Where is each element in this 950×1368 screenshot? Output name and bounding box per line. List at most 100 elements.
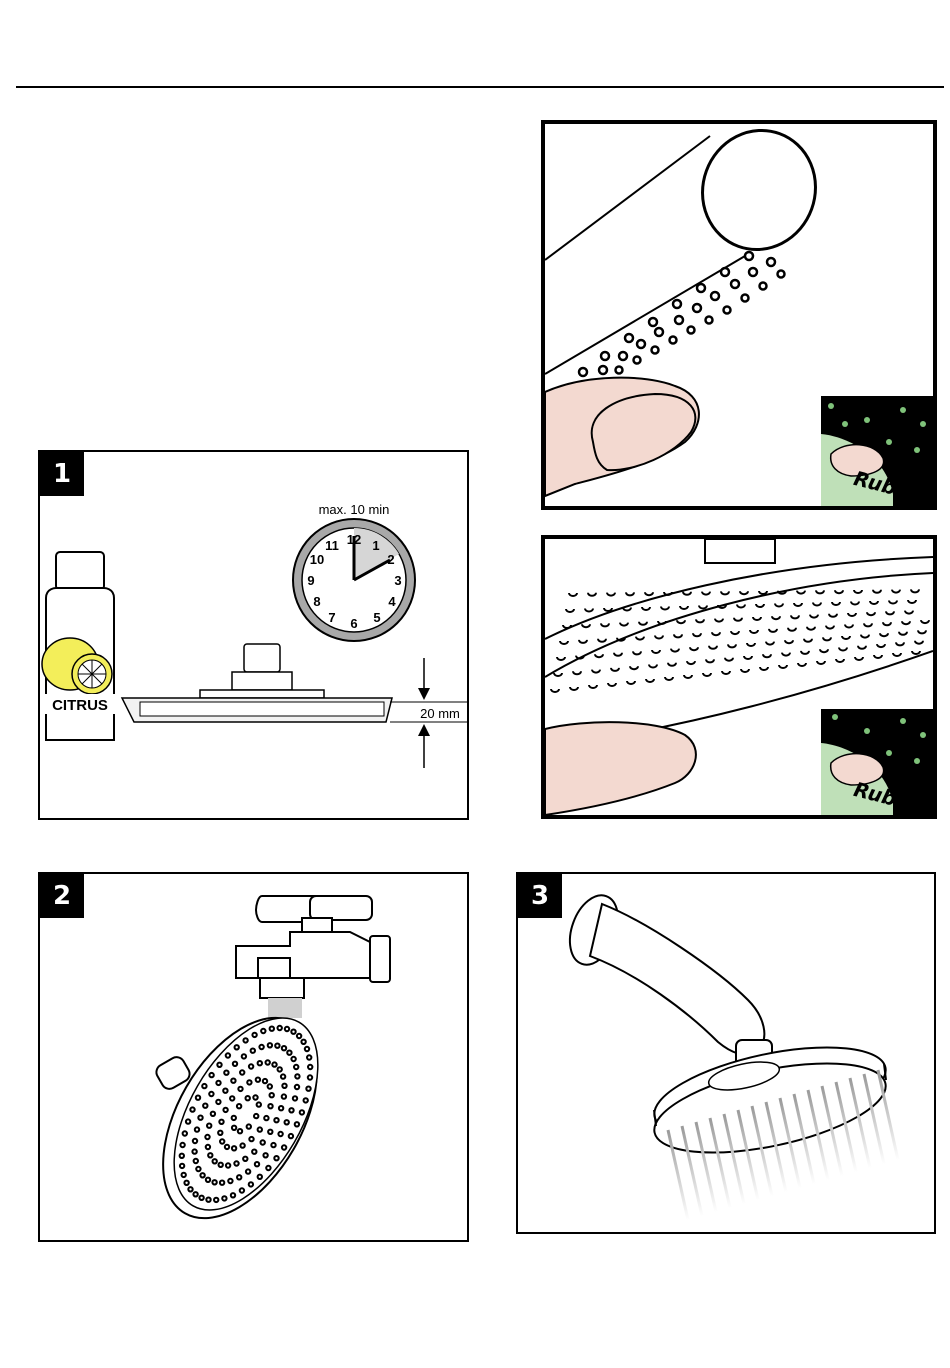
- nozzle: [801, 651, 809, 654]
- nozzle: [867, 612, 875, 615]
- nozzle: [794, 603, 802, 606]
- nozzle: [858, 646, 866, 649]
- nozzle: [750, 630, 758, 633]
- nozzle: [880, 633, 888, 636]
- nozzle: [725, 658, 733, 661]
- nozzle: [722, 671, 730, 674]
- nozzle: [848, 613, 856, 616]
- nozzle: [709, 646, 717, 649]
- nozzle: [896, 642, 904, 645]
- clock-numeral: 3: [394, 573, 401, 588]
- nozzle: [854, 590, 862, 593]
- nozzle: [874, 655, 882, 658]
- nozzle: [763, 654, 771, 657]
- nozzle: [839, 648, 847, 651]
- nozzle: [706, 659, 714, 662]
- nozzle: [845, 625, 853, 628]
- nozzle: [905, 611, 913, 614]
- nozzle: [873, 590, 881, 593]
- nozzle: [870, 601, 878, 604]
- nozzle: [703, 673, 711, 676]
- nozzle: [636, 637, 644, 640]
- nozzle: [684, 675, 692, 678]
- nozzle: [668, 663, 676, 666]
- nozzle: [807, 627, 815, 630]
- nozzle: [674, 634, 682, 637]
- nozzle: [557, 657, 565, 660]
- nozzle: [690, 647, 698, 650]
- shower-head-in-tray: [122, 644, 392, 722]
- tap-drawing: [236, 896, 390, 998]
- nozzle: [661, 607, 669, 610]
- nozzle: [886, 611, 894, 614]
- clock-numeral: 10: [310, 552, 324, 567]
- nozzle: [646, 679, 654, 682]
- panel-hand-shower-cleaning: Rubit: [541, 120, 937, 510]
- nozzle: [785, 640, 793, 643]
- nozzle-rows: [579, 252, 785, 376]
- depth-dimension: 20 mm: [390, 658, 467, 768]
- nozzle: [798, 663, 806, 666]
- nozzle: [551, 689, 559, 692]
- nozzle: [855, 657, 863, 660]
- nozzle: [911, 589, 919, 592]
- nozzle: [899, 632, 907, 635]
- panel-step-2-rinse: 2: [38, 872, 469, 1242]
- nozzle: [699, 606, 707, 609]
- nozzle: [592, 670, 600, 673]
- rubit-inset-top: Rubit: [821, 396, 933, 506]
- clock-numeral: 5: [373, 610, 380, 625]
- shower-head-drawing: [131, 992, 348, 1240]
- nozzle: [569, 593, 577, 596]
- nozzle: [731, 631, 739, 634]
- nozzle: [883, 622, 891, 625]
- nozzle: [620, 623, 628, 626]
- nozzle: [721, 591, 729, 594]
- panel-step-1-soak: 1 CITRUS max. 10 min 12 1 2 3 4 5: [38, 450, 469, 820]
- nozzle: [554, 673, 562, 676]
- nozzle: [797, 591, 805, 594]
- nozzle: [655, 636, 663, 639]
- nozzle: [614, 653, 622, 656]
- nozzle: [816, 590, 824, 593]
- head-face-illustration: Rubit: [545, 539, 933, 815]
- nozzle: [712, 632, 720, 635]
- nozzle: [693, 633, 701, 636]
- step-2-illustration: [40, 874, 467, 1240]
- nozzle: [601, 623, 609, 626]
- nozzle: [737, 605, 745, 608]
- clock-label: max. 10 min: [319, 502, 390, 517]
- nozzle: [633, 651, 641, 654]
- nozzle: [607, 593, 615, 596]
- nozzle: [642, 607, 650, 610]
- nozzle: [823, 637, 831, 640]
- nozzle: [696, 619, 704, 622]
- nozzle: [563, 625, 571, 628]
- nozzle: [658, 621, 666, 624]
- nozzle: [788, 628, 796, 631]
- nozzle: [810, 615, 818, 618]
- nozzle: [918, 630, 926, 633]
- nozzle: [608, 683, 616, 686]
- nozzle: [820, 649, 828, 652]
- step-3-illustration: [518, 874, 934, 1232]
- clock-numeral: 1: [372, 538, 379, 553]
- nozzle: [753, 617, 761, 620]
- nozzle: [573, 671, 581, 674]
- nozzle: [680, 606, 688, 609]
- nozzle: [817, 661, 825, 664]
- clock-numeral: 9: [307, 573, 314, 588]
- nozzle: [769, 629, 777, 632]
- bottle-label: CITRUS: [52, 697, 108, 714]
- nozzle: [836, 659, 844, 662]
- nozzle: [741, 669, 749, 672]
- clock: max. 10 min 12 1 2 3 4 5 6 7 8 9 10 11: [293, 502, 415, 641]
- clock-numeral: 11: [325, 538, 339, 553]
- nozzle: [579, 640, 587, 643]
- nozzle: [782, 653, 790, 656]
- nozzle: [588, 593, 596, 596]
- nozzle: [915, 641, 923, 644]
- rubit-inset-bottom: Rubit: [821, 709, 933, 815]
- nozzle: [759, 591, 767, 594]
- nozzle: [702, 592, 710, 595]
